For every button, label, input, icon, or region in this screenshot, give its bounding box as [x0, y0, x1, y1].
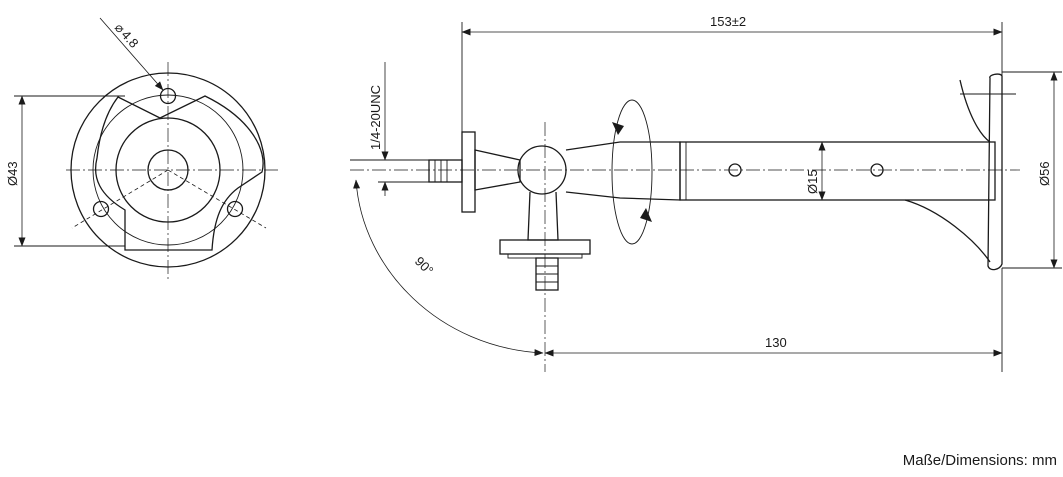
mounting-hole-left: [92, 200, 110, 218]
lower-stem: [527, 191, 559, 241]
base-diameter-label: Ø43: [5, 161, 20, 186]
camera-flange: [461, 131, 476, 213]
mounting-plate-outline: [94, 95, 264, 251]
overall-length-label: 153±2: [710, 14, 746, 29]
reach-length-label: 130: [765, 335, 787, 350]
thread-label: 1/4-20UNC: [368, 85, 383, 150]
mounting-hole-right: [226, 200, 244, 218]
flange-diameter-label: Ø56: [1037, 161, 1052, 186]
arm-side-view: 1/4-20UNC 153±2 Ø15 Ø56 130 90°: [350, 14, 1062, 372]
arm-tube: [679, 141, 996, 201]
joint-housing: [565, 141, 681, 201]
camera-screw: [428, 159, 463, 183]
svg-text:⌀4.8: ⌀4.8: [112, 20, 142, 51]
rotation-indicator: [611, 99, 653, 245]
tilt-angle-label: 90°: [412, 254, 437, 279]
base-plate-front-view: ⌀4.8 Ø43: [5, 17, 280, 282]
units-note: Maße/Dimensions: mm: [902, 452, 1057, 469]
tube-diameter-label: Ø15: [805, 169, 820, 194]
wall-flange: [987, 73, 1003, 271]
